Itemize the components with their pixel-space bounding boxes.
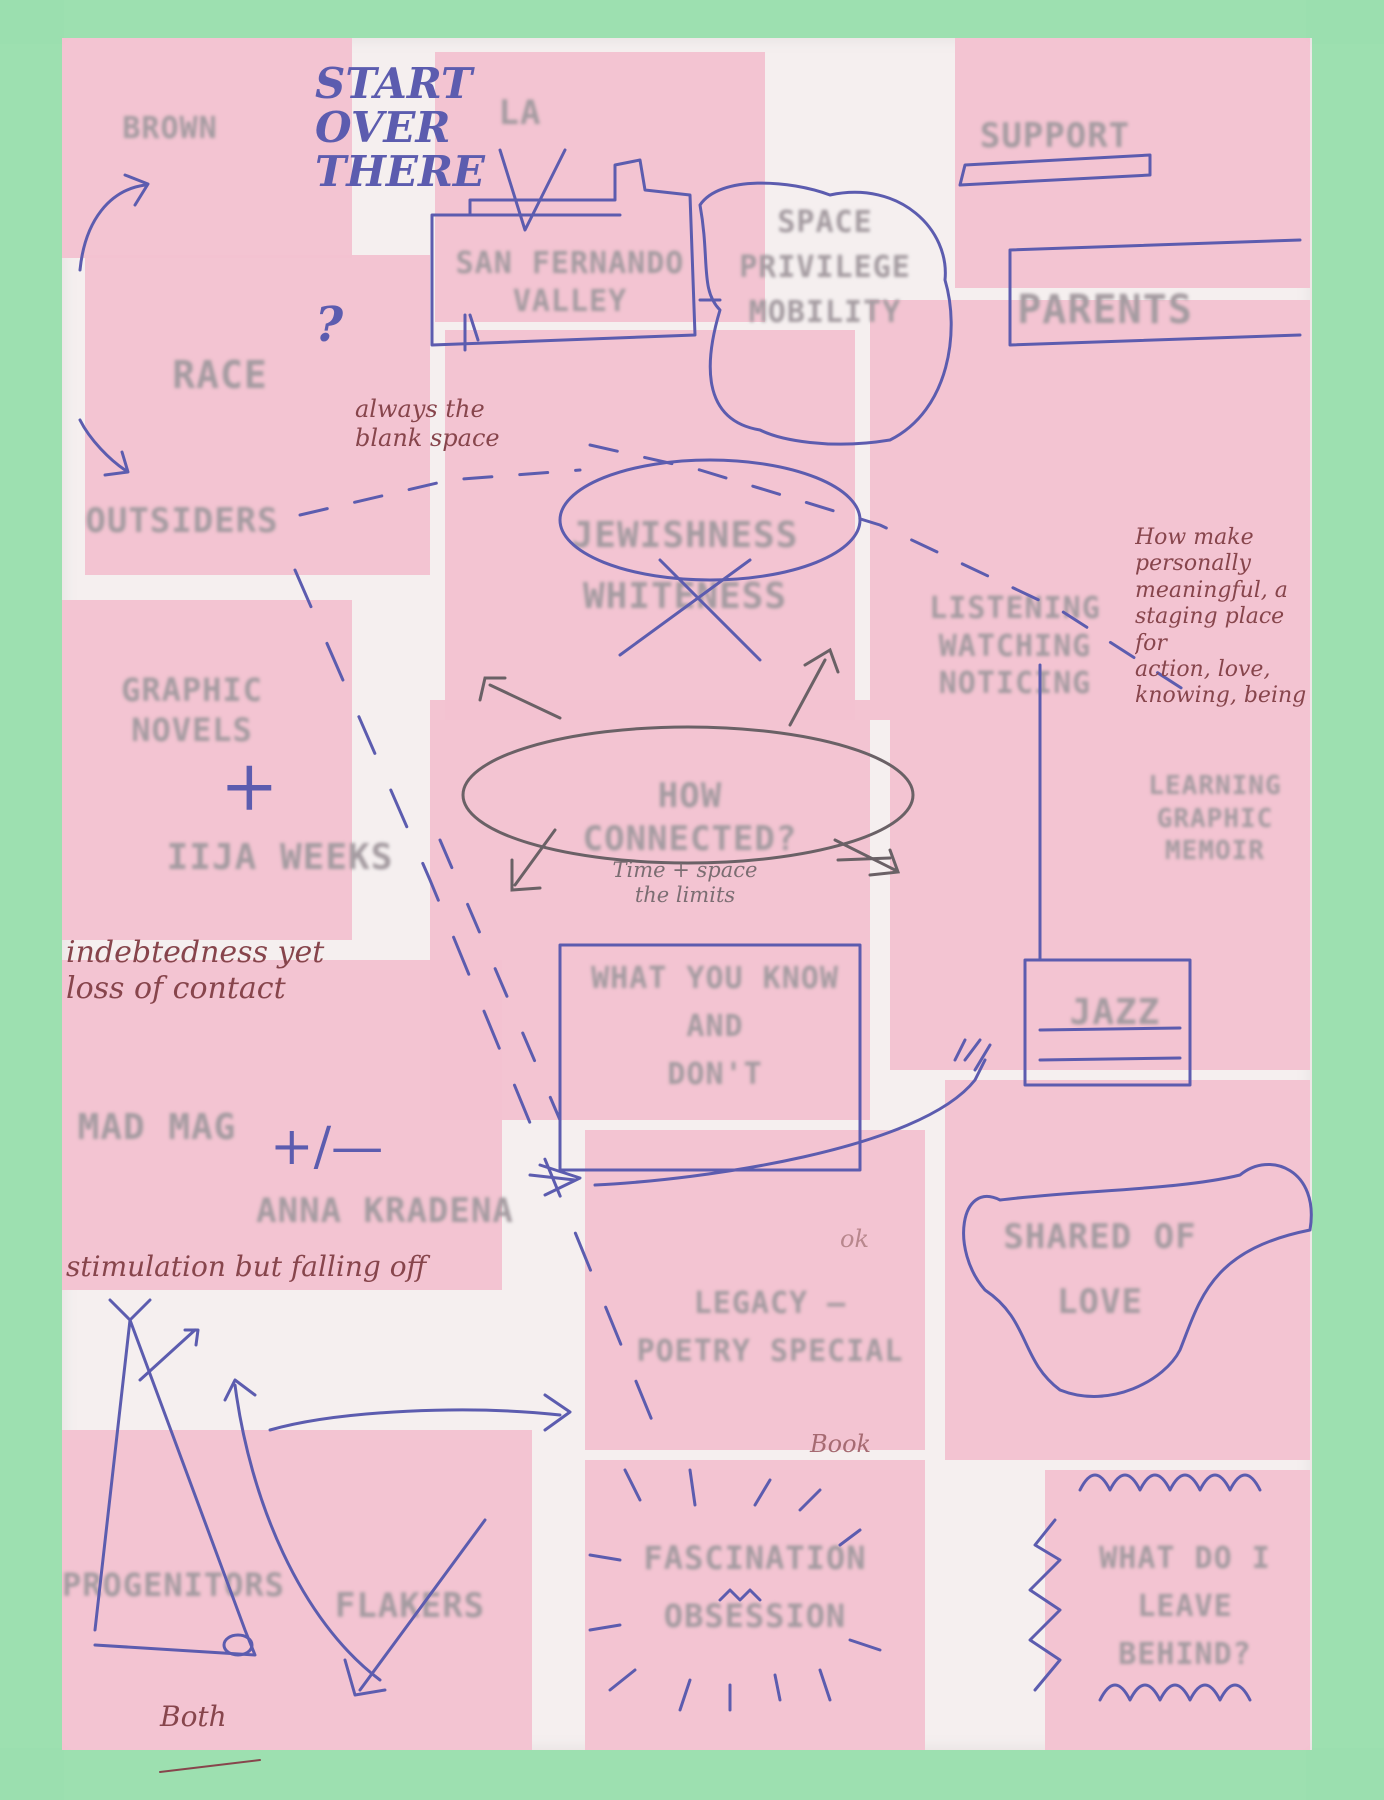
plus-sign: + (220, 745, 279, 827)
arrow-brown (78, 173, 150, 272)
how-make-note: How make personally meaningful, a stagin… (1135, 525, 1307, 709)
sticky-note (62, 600, 352, 940)
sticky-note (585, 1460, 925, 1750)
roof-v (498, 148, 567, 232)
tape-top (0, 0, 1384, 44)
both-note: Both (160, 1700, 227, 1733)
question-mark: ? (315, 297, 344, 353)
dashed-link (298, 468, 582, 517)
note-space-privilege: SPACE PRIVILEGE MOBILITY (739, 205, 911, 330)
note-brown: BROWN (122, 111, 218, 146)
sticky-note (870, 300, 1310, 720)
note-race: RACE (172, 353, 268, 397)
note-graphic-novels: GRAPHIC NOVELS (121, 671, 263, 749)
sticky-note (430, 700, 870, 1120)
tape-left (0, 0, 64, 1800)
note-listening: LISTENING WATCHING NOTICING (929, 591, 1101, 701)
note-shared-love: SHARED OF LOVE (1003, 1217, 1197, 1322)
know-box (558, 943, 862, 1172)
sticky-note (62, 1430, 532, 1750)
note-fascination: FASCINATION OBSESSION (643, 1539, 867, 1635)
blank-space-note: always the blank space (355, 395, 500, 452)
note-outsiders: OUTSIDERS (85, 501, 279, 541)
sticky-note (435, 52, 765, 322)
plus-minus-sign: +/— (270, 1117, 384, 1177)
note-jazz: JAZZ (1069, 992, 1161, 1033)
indebtedness-note: indebtedness yet loss of contact (66, 935, 325, 1006)
zigzag-left (1028, 1518, 1062, 1692)
sticky-note (85, 255, 430, 575)
sticky-note (1045, 1470, 1310, 1750)
how-connected-ellipse (461, 725, 915, 865)
sticky-note (62, 38, 352, 258)
jazz-box (1023, 958, 1192, 1087)
parents-frame (1008, 238, 1302, 347)
fascination-rays (588, 1468, 882, 1712)
stimulation-note: stimulation but falling off (66, 1250, 427, 1283)
love-cloud (962, 1163, 1313, 1398)
house-outline (430, 158, 697, 347)
note-how-connected: HOW CONNECTED? (582, 776, 798, 859)
arrow-both (93, 1318, 257, 1657)
note-sf-valley: SAN FERNANDO VALLEY (455, 246, 685, 319)
note-learning: LEARNING GRAPHIC MEMOIR (1148, 771, 1282, 866)
start-over-text: START OVER THERE (315, 59, 485, 197)
note-flakers: FLAKERS (334, 1586, 486, 1626)
sticky-note (945, 1080, 1310, 1460)
zigzag-top (1078, 1473, 1262, 1492)
sticky-note (890, 720, 1310, 1070)
time-space-note: Time + space the limits (612, 858, 758, 908)
note-support: SUPPORT (979, 116, 1131, 156)
note-iija-weeks: IIJA WEEKS (166, 837, 394, 878)
support-bar (958, 153, 1152, 187)
note-anna-kradena: ANNA KRADENA (256, 1191, 514, 1231)
note-what-you-know: WHAT YOU KNOW AND DON'T (591, 961, 839, 1092)
tape-bottom (0, 1748, 1384, 1800)
sticky-note (62, 960, 502, 1290)
note-parents: PARENTS (1017, 287, 1193, 333)
book-note: Book (810, 1430, 872, 1458)
cloud-outline (698, 181, 953, 446)
jewishness-ellipse (558, 458, 862, 582)
note-la: LA (498, 93, 542, 133)
arrow-center (268, 1393, 572, 1432)
note-legacy: LEGACY — POETRY SPECIAL (636, 1286, 904, 1369)
zigzag-bottom (1098, 1683, 1252, 1702)
note-mad-mag: MAD MAG (77, 1107, 237, 1148)
sticky-note (445, 330, 855, 720)
ok-note: ok (840, 1225, 869, 1253)
note-what-leave: WHAT DO I LEAVE BEHIND? (1099, 1541, 1271, 1672)
tape-right (1306, 0, 1384, 1800)
